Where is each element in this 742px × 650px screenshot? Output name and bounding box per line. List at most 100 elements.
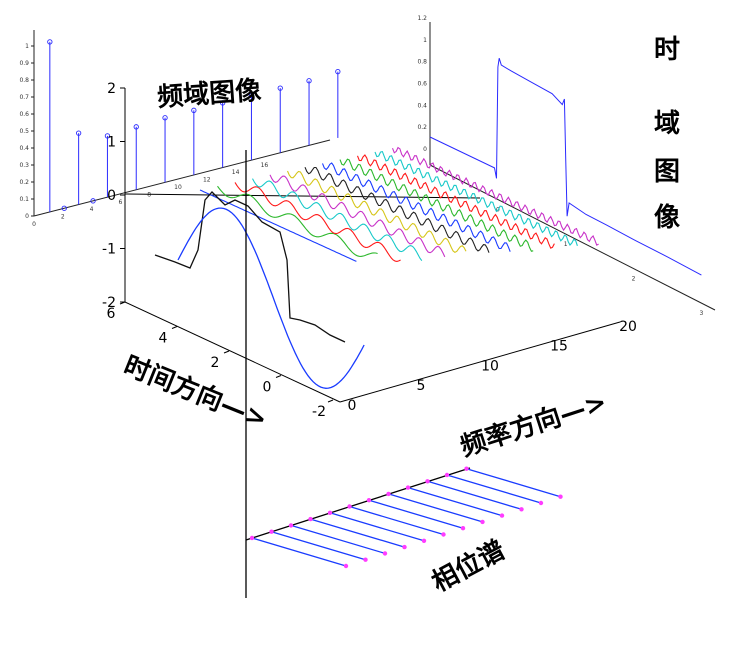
phase-stem-line [251, 537, 347, 567]
frequency-stem-panel: 00.10.20.30.40.50.60.70.80.91 0246810121… [19, 30, 341, 228]
phase-stem-marker [444, 472, 450, 478]
harmonic-wave-line [269, 174, 446, 258]
stem-ytick-label: 0.1 [19, 196, 29, 203]
phase-stem-marker [425, 479, 430, 484]
phase-stem-end-marker [538, 500, 544, 506]
freq-tick-label: 10 [481, 358, 499, 374]
fundamental-wave-line [177, 207, 365, 389]
phase-stem-end-marker [363, 557, 368, 562]
stem-marker [75, 130, 82, 136]
freq-tick-label: 20 [619, 319, 637, 335]
phase-stem-end-marker [421, 538, 427, 543]
phase-spectrum-label: 相位谱 [427, 534, 510, 598]
floor-back-edge [124, 193, 481, 199]
stem-xtick-label: 14 [232, 169, 240, 176]
time-ytick-label: 0.4 [417, 102, 427, 109]
phase-stem-line [290, 524, 386, 555]
time-tick-label: 2 [211, 355, 220, 371]
harmonic-wave-line [217, 185, 378, 257]
stem-ytick-label: 0.2 [19, 179, 29, 186]
stem-xtick-label: 8 [147, 191, 151, 198]
z-tick-label: 0 [107, 188, 116, 204]
harmonic-wave-line [391, 146, 599, 246]
phase-axis [245, 467, 471, 541]
stem-xtick-label: 0 [32, 221, 36, 228]
harmonic-wave-line [234, 182, 401, 262]
z-tick-label: -2 [102, 295, 116, 311]
z-tick-label: 2 [107, 81, 116, 97]
time-ytick-label: 0.6 [417, 81, 427, 88]
z-tick-label: 1 [107, 135, 116, 151]
phase-stem-end-marker [480, 519, 485, 525]
phase-stem-marker [269, 529, 274, 534]
time-ytick-label: 1.2 [417, 15, 427, 22]
stem-ytick-label: 0.3 [19, 162, 29, 169]
phase-stem-marker [347, 504, 352, 509]
stem-xtick-label: 16 [261, 162, 269, 169]
time-tick-mark [275, 375, 282, 378]
harmonic-wave-line [356, 154, 555, 249]
phase-stem-marker [308, 516, 313, 522]
phase-stem-end-marker [519, 507, 524, 512]
freq-tick-label: 15 [550, 339, 568, 355]
phase-stem-line [427, 480, 522, 510]
freq-axis [339, 321, 621, 403]
square-pulse-line [429, 58, 702, 276]
stem-marker [104, 133, 111, 139]
stem-ytick-label: 0.9 [19, 60, 29, 67]
phase-stem-end-marker [382, 551, 388, 556]
freq-direction-label: 频率方向—> [457, 386, 611, 462]
time-tick-mark [171, 326, 178, 329]
stem-xtick-label: 2 [61, 214, 65, 221]
phase-stem-line [271, 531, 366, 561]
phase-stem-line [329, 512, 425, 542]
harmonic-wave-line [321, 162, 511, 252]
freq-tick-label: 0 [348, 398, 357, 414]
phase-stem-marker [464, 466, 469, 471]
time-xtick-label: 1 [564, 241, 568, 248]
time-xtick-label: 2 [632, 276, 636, 283]
phase-stem-end-marker [343, 563, 349, 569]
stem-marker [248, 92, 255, 99]
time-tick-label: 4 [159, 331, 168, 347]
phase-stem-marker [386, 491, 391, 497]
time-axis [124, 301, 341, 403]
freq-image-label: 频域图像 [156, 76, 263, 113]
time-direction-label: 时间方向—> [119, 350, 271, 436]
stem-xtick-label: 4 [90, 206, 94, 213]
harmonic-wave-line [304, 166, 490, 253]
stem-marker [219, 100, 226, 106]
stem-xtick-label: 12 [203, 177, 211, 184]
time-tick-label: -2 [312, 404, 326, 420]
time-image-char-2: 域 [654, 109, 680, 139]
stem-marker [47, 39, 53, 45]
stem-ytick-label: 0 [25, 213, 29, 220]
stem-ytick-label: 1 [25, 43, 29, 50]
time-ytick-label: 1 [423, 37, 427, 44]
phase-stem-end-marker [460, 526, 466, 531]
phase-stem-end-marker [499, 513, 505, 518]
stem-ytick-label: 0.7 [19, 94, 29, 101]
time-image-char-3: 图 [654, 157, 680, 187]
time-ytick-label: 0.8 [417, 59, 427, 66]
phase-stem-line [388, 493, 483, 523]
phase-stem-marker [327, 510, 333, 515]
time-ytick-label: 0 [423, 146, 427, 153]
harmonic-wave-line [252, 178, 423, 262]
phase-stem-marker [366, 498, 372, 503]
stem-marker [61, 205, 67, 211]
phase-spectrum-panel [245, 466, 563, 569]
phase-stem-line [349, 505, 444, 536]
phase-stem-marker [249, 535, 255, 541]
time-ytick-label: 0.2 [417, 124, 427, 131]
time-tick-label: 0 [263, 380, 272, 396]
harmonic-wave-line [286, 170, 467, 253]
stem-marker [133, 124, 139, 130]
time-tick-mark [223, 350, 230, 354]
freq-tick-label: 5 [417, 378, 426, 394]
stem-ytick-label: 0.4 [19, 145, 29, 152]
stem-marker [335, 68, 341, 75]
time-image-label: 时 域 图 像 [654, 35, 681, 233]
